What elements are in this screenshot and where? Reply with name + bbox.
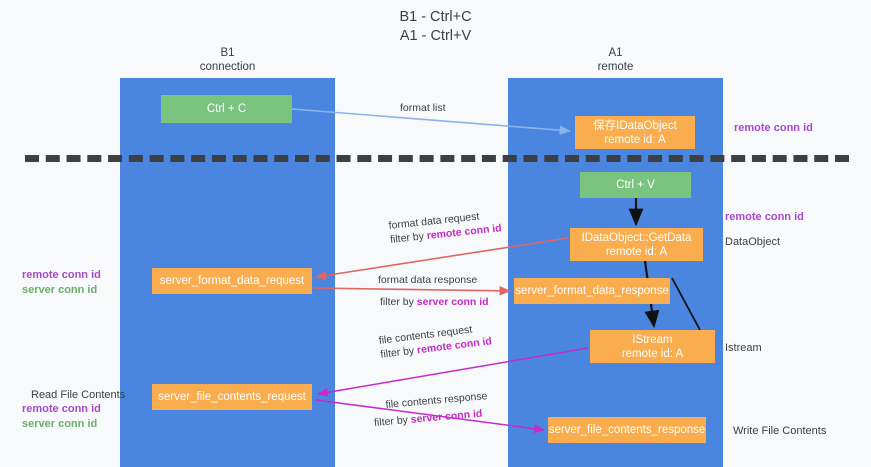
node-save-idataobject[interactable]: 保存IDataObject remote id: A (575, 116, 695, 149)
side-label-server-conn-id-left-1: server conn id (22, 284, 98, 296)
lane-header-b1-line1: B1 (220, 47, 235, 59)
edge-label-file-contents-response-filter-prefix: filter by (373, 413, 412, 430)
lane-header-b1: B1 connection (120, 46, 335, 74)
node-server-file-contents-request[interactable]: server_file_contents_request (152, 384, 312, 410)
side-label-conn-ids-format: remote conn id server conn id (22, 268, 101, 298)
node-ctrl-c[interactable]: Ctrl + C (161, 95, 292, 123)
edge-label-file-contents-response-filter-key: server conn id (410, 407, 483, 426)
node-ctrl-c-label: Ctrl + C (206, 103, 247, 115)
node-ctrl-v[interactable]: Ctrl + V (580, 172, 691, 198)
side-label-istream: Istream (725, 342, 762, 354)
side-label-remote-conn-id-left-2: remote conn id (22, 403, 101, 415)
edge-label-format-data-response-text: format data response (378, 274, 478, 286)
node-istream[interactable]: IStream remote id: A (590, 330, 715, 363)
node-server-format-data-response[interactable]: server_format_data_response (514, 278, 670, 304)
lane-header-a1-line1: A1 (608, 47, 623, 59)
node-istream-label: IStream (632, 333, 673, 346)
side-label-remote-conn-id-left-1: remote conn id (22, 269, 101, 281)
node-server-file-contents-response[interactable]: server_file_contents_response (548, 417, 706, 443)
edge-label-format-data-response: format data response filter by server co… (378, 273, 489, 309)
edge-label-format-data-request-filter-prefix: filter by (389, 230, 428, 246)
node-server-file-contents-response-label: server_file_contents_response (548, 424, 706, 436)
node-server-format-data-response-label: server_format_data_response (515, 285, 669, 297)
title-line-2: A1 - Ctrl+V (399, 28, 472, 44)
side-label-write-file-contents: Write File Contents (733, 425, 827, 437)
node-save-idataobject-label: 保存IDataObject (593, 119, 677, 132)
lane-header-a1-line2: remote (597, 61, 634, 73)
node-idataobject-getdata-sub: remote id: A (605, 245, 668, 258)
side-label-conn-ids-file: remote conn id server conn id (22, 402, 101, 432)
page-title: B1 - Ctrl+C A1 - Ctrl+V (0, 8, 871, 46)
side-label-server-conn-id-left-2: server conn id (22, 418, 98, 430)
edge-label-format-data-request: format data request filter by remote con… (388, 207, 502, 247)
edge-label-format-list: format list (400, 102, 446, 114)
side-label-dataobject: DataObject (725, 236, 781, 248)
side-label-remote-conn-id-1: remote conn id (734, 122, 813, 134)
edge-label-file-contents-request: file contents request filter by remote c… (378, 320, 493, 361)
node-idataobject-getdata-label: IDataObject::GetData (581, 231, 692, 244)
node-save-idataobject-sub: remote id: A (604, 133, 666, 146)
edge-label-format-data-response-filter-prefix: filter by (380, 296, 417, 308)
node-server-format-data-request-label: server_format_data_request (159, 275, 305, 287)
title-line-1: B1 - Ctrl+C (399, 9, 472, 25)
node-idataobject-getdata[interactable]: IDataObject::GetData remote id: A (570, 228, 703, 261)
edge-label-file-contents-request-filter-prefix: filter by (379, 344, 418, 361)
side-label-read-file-contents: Read File Contents (31, 389, 126, 401)
side-label-remote-conn-id-2: remote conn id (725, 211, 804, 223)
node-ctrl-v-label: Ctrl + V (616, 179, 655, 191)
node-server-file-contents-request-label: server_file_contents_request (158, 391, 306, 403)
lane-header-a1: A1 remote (508, 46, 723, 74)
node-istream-sub: remote id: A (621, 347, 684, 360)
trust-boundary-divider (25, 155, 849, 162)
node-server-format-data-request[interactable]: server_format_data_request (152, 268, 312, 294)
edge-label-format-data-response-filter-key: server conn id (416, 296, 489, 308)
lane-header-b1-line2: connection (199, 61, 256, 73)
edge-label-file-contents-response: file contents response filter by server … (374, 389, 489, 429)
